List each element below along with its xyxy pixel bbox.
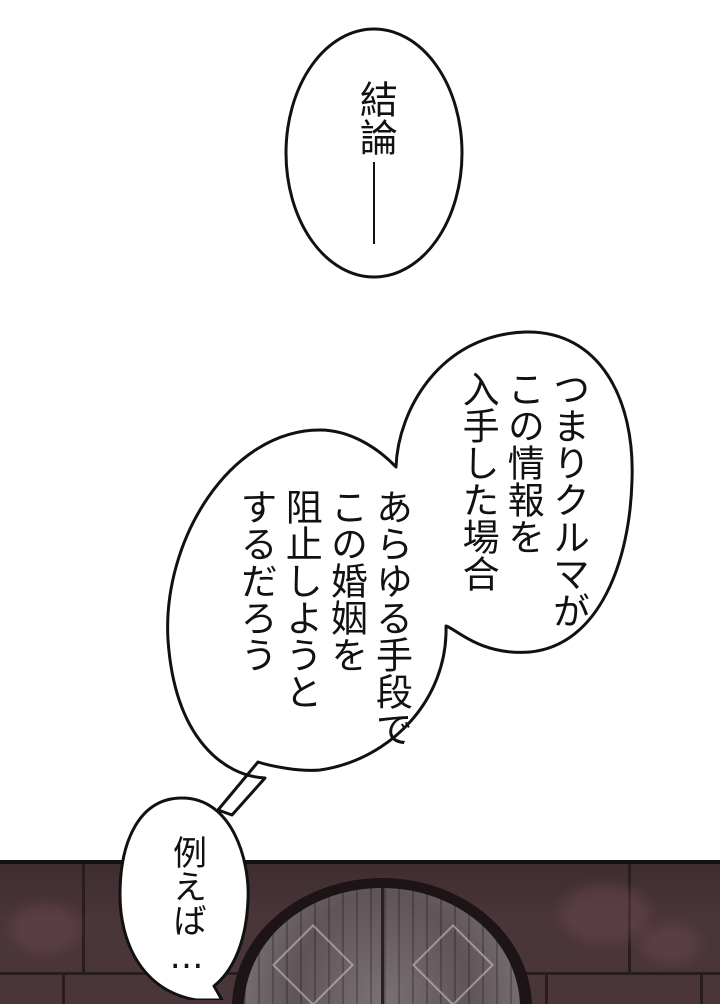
bubble-line: つまりクルマが (546, 370, 590, 629)
speech-bubble-3 (118, 796, 250, 1000)
brick-mortar-line (628, 864, 631, 972)
bubble-line: するだろう (234, 488, 278, 673)
wall-stain (640, 924, 700, 964)
bubble-line: 入手した場合 (456, 370, 500, 592)
bubble-line: この婚姻を (324, 488, 368, 673)
speech-bubble-1 (284, 27, 464, 279)
brick-mortar-line (545, 972, 548, 1004)
speech-bubble-2 (166, 330, 634, 817)
bubble-3-text: 例えば… (165, 835, 206, 977)
bubble-line: この情報を (501, 370, 545, 555)
bubble-line: 例えば… (166, 835, 207, 977)
scene-panel (0, 860, 720, 1004)
wall-stain (10, 904, 80, 954)
door-seam (381, 888, 384, 1004)
bubble-line: あらゆる手段で (369, 488, 413, 747)
bubble-1-line: 結論 (353, 80, 398, 156)
wall-stain (560, 884, 650, 944)
bubble-1-text: 結論 (352, 80, 398, 156)
bubble-2-left-text: あらゆる手段で この婚姻を 阻止しようと するだろう (233, 488, 414, 768)
bubble-2-right-text: つまりクルマが この情報を 入手した場合 (455, 370, 590, 640)
bubble-line: 阻止しようと (279, 488, 323, 710)
brick-mortar-line (700, 972, 703, 1004)
dash-line (373, 162, 375, 244)
brick-mortar-line (82, 864, 85, 972)
brick-mortar-line (62, 972, 65, 1004)
